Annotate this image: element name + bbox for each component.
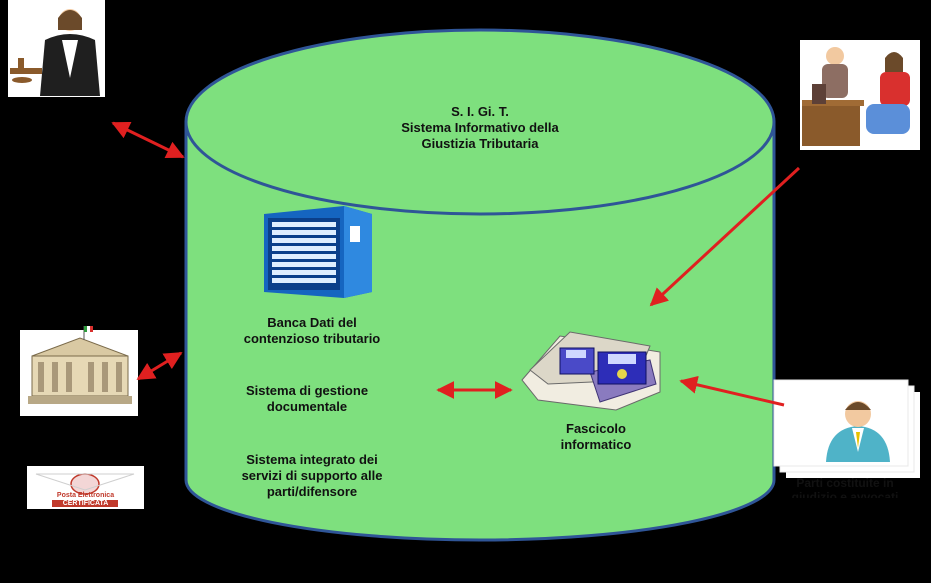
arrow-meeting-fascicolo	[649, 166, 801, 307]
pec-logo-text: Posta Elettronica CERTIFICATA	[27, 492, 144, 508]
pec-logo-text-line1: Posta Elettronica	[56, 492, 115, 499]
cylinder-top	[184, 28, 776, 216]
db-label: Banca Dati del contenzioso tributario	[222, 315, 402, 347]
cylinder-title-line1: S. I. Gi. T.	[451, 104, 509, 119]
docs-label-line1: Sistema di gestione	[245, 383, 369, 398]
services-label: Sistema integrato dei servizi di support…	[222, 452, 402, 500]
fascicolo-folder-icon	[521, 331, 661, 411]
judge-icon	[8, 0, 105, 97]
db-label-line2: contenzioso tributario	[243, 331, 381, 346]
parti-label-line1: Parti costituite in	[796, 476, 894, 490]
person-icon	[773, 379, 920, 478]
server-icon	[264, 206, 372, 298]
arrow-court-sigit	[136, 351, 183, 381]
meeting-people-icon	[800, 40, 920, 150]
fascicolo-label-line1: Fascicolo	[566, 421, 626, 436]
fascicolo-label: Fascicolo informatico	[536, 421, 656, 453]
arrow-judge-sigit	[111, 121, 185, 159]
services-label-line3: parti/difensore	[266, 484, 358, 499]
docs-label-line2: documentale	[266, 399, 348, 414]
pec-logo-icon	[27, 466, 144, 509]
fascicolo-label-line2: informatico	[560, 437, 632, 452]
cylinder-title-line3: Giustizia Tributaria	[421, 136, 539, 151]
parti-label: Parti costituite in giudizio e avvocati	[778, 476, 912, 498]
services-label-line1: Sistema integrato dei	[246, 452, 378, 467]
arrow-parti-fascicolo	[679, 375, 785, 407]
cylinder-title-line2: Sistema Informativo della	[401, 120, 559, 135]
parti-label-line2: giudizio e avvocati	[791, 490, 899, 498]
court-building-icon	[20, 326, 138, 416]
services-label-line2: servizi di supporto alle	[241, 468, 383, 483]
docs-label: Sistema di gestione documentale	[222, 383, 392, 415]
cylinder-title: S. I. Gi. T. Sistema Informativo della G…	[330, 104, 630, 152]
pec-logo-text-line2: CERTIFICATA	[62, 500, 109, 507]
db-label-line1: Banca Dati del	[267, 315, 357, 330]
